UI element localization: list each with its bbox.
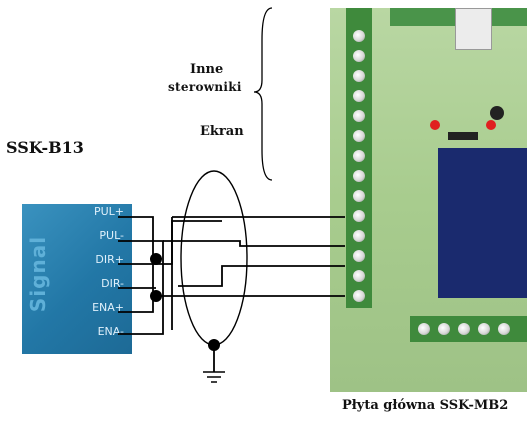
- other-controllers-label-line1: Inne: [190, 62, 224, 77]
- brace-icon: [253, 7, 273, 181]
- terminal-screw: [478, 323, 490, 335]
- pin-ena-minus: ENA-: [97, 325, 124, 338]
- terminal-screw: [418, 323, 430, 335]
- led-red: [486, 120, 496, 130]
- junction-dot: [150, 253, 162, 265]
- terminal-screw: [458, 323, 470, 335]
- terminal-screw: [353, 190, 365, 202]
- driver-signal-panel: Signal PUL+ PUL- DIR+ DIR- ENA+ ENA-: [22, 204, 132, 354]
- terminal-screw: [438, 323, 450, 335]
- connector-block: [455, 8, 492, 50]
- junction-dot: [150, 290, 162, 302]
- signal-wires: [118, 216, 345, 372]
- terminal-screw: [353, 110, 365, 122]
- terminal-screw: [353, 270, 365, 282]
- terminal-screw: [353, 290, 365, 302]
- driver-title: SSK-B13: [6, 138, 84, 157]
- main-board-label: Płyta główna SSK-MB2: [342, 398, 509, 413]
- wire-pul-minus-ena-minus: [118, 240, 164, 335]
- transistor-component: [490, 106, 504, 120]
- relay-component: [438, 148, 527, 298]
- terminal-screw: [353, 210, 365, 222]
- wire-to-board-2: [163, 240, 345, 247]
- ground-icon: [203, 371, 225, 383]
- terminal-screw: [353, 150, 365, 162]
- terminal-screw: [353, 30, 365, 42]
- shield-ellipse-icon: [180, 170, 248, 346]
- junction-dot: [208, 339, 220, 351]
- pin-pul-plus: PUL+: [93, 205, 124, 218]
- wire-jumper: [156, 220, 222, 265]
- terminal-screw: [353, 90, 365, 102]
- terminal-screw: [353, 130, 365, 142]
- terminal-screw: [353, 230, 365, 242]
- screen-label: Ekran: [200, 124, 244, 139]
- terminal-screw: [498, 323, 510, 335]
- terminal-screw: [353, 50, 365, 62]
- pin-ena-plus: ENA+: [92, 301, 124, 314]
- pin-dir-plus: DIR+: [95, 253, 124, 266]
- wire-to-board-3: [178, 265, 345, 287]
- terminal-screw: [353, 250, 365, 262]
- main-board-image: [330, 8, 527, 392]
- other-controllers-label-line2: sterowniki: [168, 80, 242, 94]
- terminal-screw: [353, 70, 365, 82]
- led-red: [430, 120, 440, 130]
- diode-component: [448, 132, 478, 140]
- pin-dir-minus: DIR-: [101, 277, 124, 290]
- terminal-screw: [353, 170, 365, 182]
- pin-pul-minus: PUL-: [99, 229, 124, 242]
